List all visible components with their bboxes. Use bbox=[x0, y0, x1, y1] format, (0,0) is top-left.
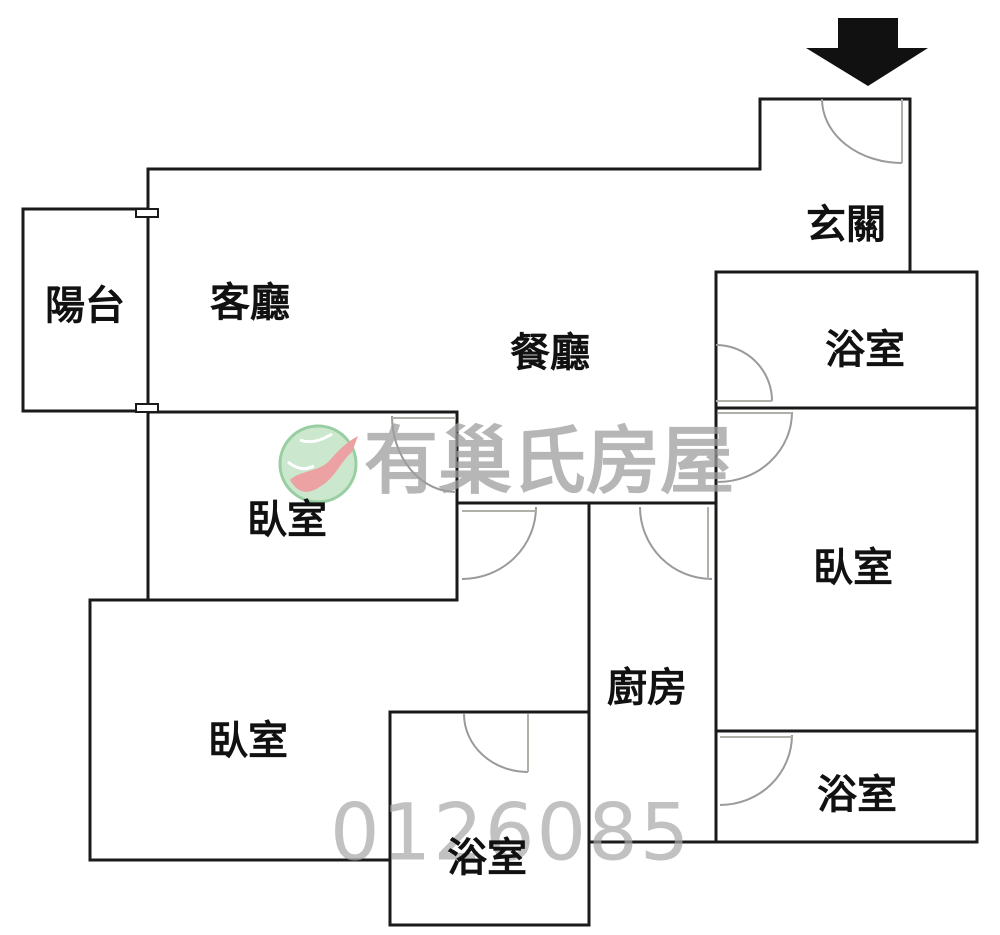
room-label-bedroom-2: 臥室 bbox=[813, 545, 893, 591]
down-arrow-icon bbox=[806, 18, 928, 86]
window-hinge bbox=[135, 208, 159, 218]
room-label-bathroom-2: 浴室 bbox=[447, 835, 527, 881]
room-label-living-room: 客廳 bbox=[210, 280, 290, 326]
room-label-bathroom-3: 浴室 bbox=[817, 772, 897, 818]
watermark-logo-icon bbox=[278, 424, 358, 504]
walls bbox=[21, 97, 979, 927]
room-label-bedroom-3: 臥室 bbox=[208, 718, 288, 764]
room-label-dining-room: 餐廳 bbox=[510, 330, 590, 376]
room-label-kitchen: 廚房 bbox=[607, 665, 687, 711]
watermark-listing-number: 0126085 bbox=[330, 788, 691, 878]
room-label-bathroom-1: 浴室 bbox=[825, 327, 905, 373]
room-label-bedroom-1: 臥室 bbox=[247, 497, 327, 543]
watermark-brand: 有巢氏房屋 bbox=[364, 419, 734, 505]
window-hinge bbox=[135, 403, 159, 413]
room-label-balcony: 陽台 bbox=[45, 283, 125, 329]
doors bbox=[391, 98, 903, 806]
room-label-foyer: 玄關 bbox=[806, 202, 886, 248]
